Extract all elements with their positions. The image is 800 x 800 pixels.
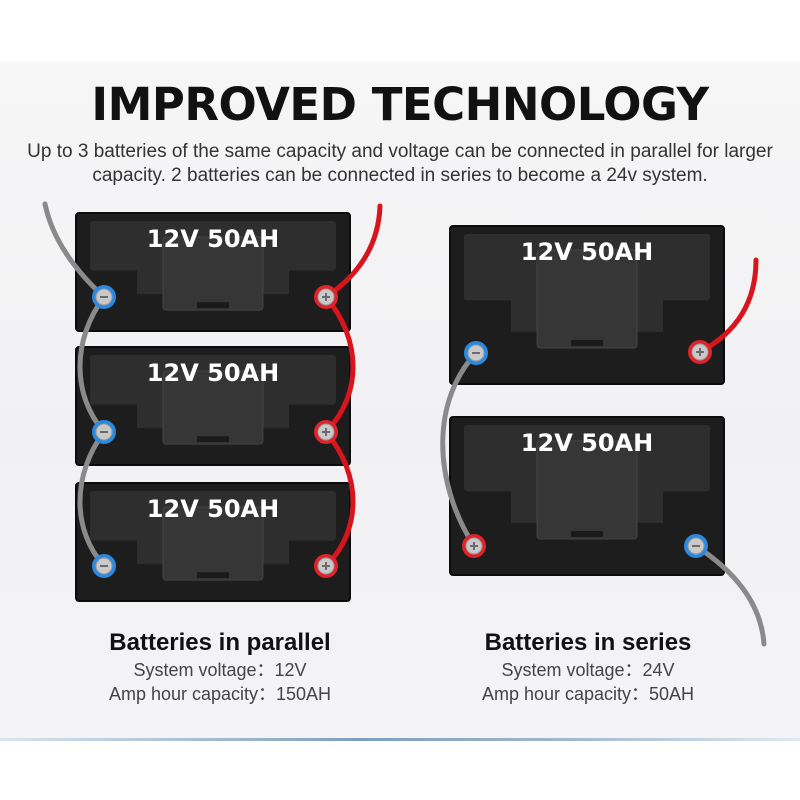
parallel-battery-3-label: 12V 50AH [147,495,279,523]
parallel-positive-lead [323,203,383,300]
bottom-band [0,741,800,800]
parallel-positive-jumper-1 [323,294,356,435]
parallel-battery-2-center-block [162,370,264,445]
series-battery-1-label: 12V 50AH [521,238,653,266]
series-battery-2-positive-terminal [462,534,486,558]
series-battery-1-positive-terminal [688,340,712,364]
parallel-battery-2-vent-slot [197,436,229,443]
series-battery-1-negative-terminal [464,341,488,365]
parallel-battery-3: 12V 50AH [75,482,351,602]
series-capacity: Amp hour capacity：50AH [481,684,695,704]
series-battery-1: 12V 50AH [449,225,725,385]
top-band [0,0,800,62]
parallel-battery-1-vent-slot [197,302,229,309]
series-battery-2-negative-terminal [684,534,708,558]
parallel-battery-2-positive-terminal [314,420,338,444]
parallel-battery-3-negative-terminal [92,554,116,578]
series-positive-lead [697,257,759,355]
parallel-voltage: System voltage：12V [133,660,307,680]
parallel-battery-1-label: 12V 50AH [147,225,279,253]
parallel-battery-3-center-block [162,506,264,581]
series-link-wire [440,350,479,549]
parallel-battery-2-negative-terminal [92,420,116,444]
parallel-battery-2-label: 12V 50AH [147,359,279,387]
series-voltage: System voltage：24V [501,660,675,680]
parallel-positive-jumper-2 [323,429,356,569]
series-caption: Batteries in series System voltage：24V A… [428,628,748,706]
parallel-battery-1-negative-terminal [92,285,116,309]
series-battery-1-vent-slot [571,339,603,346]
parallel-battery-3-vent-slot [197,572,229,579]
parallel-battery-1-center-block [162,236,264,311]
series-battery-2-center-block [536,440,638,540]
wire-top-layer [42,201,767,647]
parallel-capacity: Amp hour capacity：150AH [108,684,332,704]
parallel-battery-2: 12V 50AH [75,346,351,466]
series-battery-2-vent-slot [571,530,603,537]
series-battery-2-label: 12V 50AH [521,429,653,457]
series-heading: Batteries in series [484,629,692,656]
parallel-battery-1-positive-terminal [314,285,338,309]
series-battery-1-center-block [536,249,638,349]
parallel-caption: Batteries in parallel System voltage：12V… [60,628,380,706]
series-negative-lead [693,543,767,647]
parallel-battery-3-positive-terminal [314,554,338,578]
divider-line [0,738,800,741]
parallel-heading: Batteries in parallel [109,629,331,656]
series-battery-2: 12V 50AH [449,416,725,576]
parallel-negative-jumper-1 [77,294,107,435]
battery-layer: 12V 50AH 12V 50AH 12V 50AH 12V 50AH 12V 50AH [75,212,725,602]
parallel-battery-1: 12V 50AH [75,212,351,332]
description-text: Up to 3 batteries of the same capacity a… [27,141,773,186]
parallel-negative-jumper-2 [77,429,107,569]
page-title: IMPROVED TECHNOLOGY [91,78,709,131]
parallel-negative-lead [42,201,107,300]
